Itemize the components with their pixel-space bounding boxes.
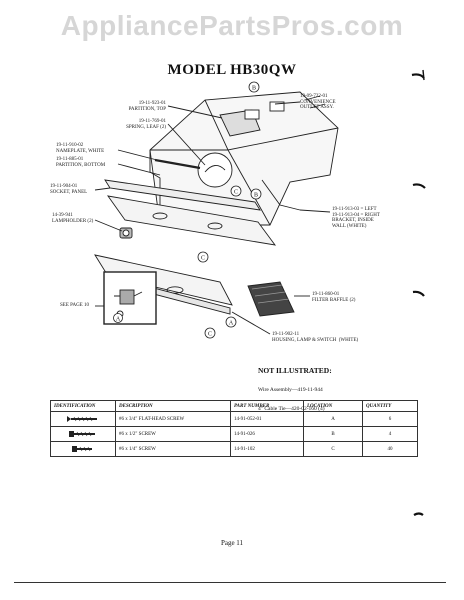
row-part-number: 14-91-102 [230, 441, 304, 457]
row-part-number: 14-91-026 [230, 426, 304, 442]
header-identification: IDENTIFICATION [50, 400, 116, 412]
table-row: #6 x 3/4" FLAT-HEAD SCREW 14-91-052-01 A… [50, 411, 418, 427]
letter-a-right: A [229, 321, 234, 327]
callout-bracket: 19-11-913-03 = LEFT 19-11-913-04 = RIGHT… [332, 207, 380, 229]
row-description: #6 x 1/4" SCREW [115, 441, 231, 457]
screw-icon-cell [50, 411, 116, 427]
callout-convenience-outlet: 19-09-722-01 CONVENIENCE OUTLET ASSY. [300, 94, 336, 111]
letter-c-housing: C [208, 332, 212, 338]
header-quantity: QUANTITY [362, 400, 418, 412]
table-row: #6 x 1/2" SCREW 14-91-026 B 4 [50, 426, 418, 442]
watermark: AppliancePartsPros.com [60, 10, 404, 41]
screw-icon-cell [50, 426, 116, 442]
row-quantity: 4 [362, 426, 418, 442]
callout-socket-panel: 19-11-904-01 SOCKET, PANEL [50, 184, 88, 195]
table-row: #6 x 1/4" SCREW 14-91-102 C 40 [50, 441, 418, 457]
screw-icon [72, 446, 92, 452]
row-part-number: 14-91-052-01 [230, 411, 304, 427]
table-header-row: IDENTIFICATION DESCRIPTION PART NUMBER L… [50, 400, 418, 412]
row-quantity: 40 [362, 441, 418, 457]
page-number: Page 11 [220, 539, 244, 547]
row-location: B [303, 426, 363, 442]
callout-spring-leaf: 19-11-769-01 SPRING, LEAF (2) [126, 119, 166, 130]
hardware-table: IDENTIFICATION DESCRIPTION PART NUMBER L… [50, 400, 418, 457]
not-illustrated-line-1: Wire Assembly—419-11-944 [258, 387, 323, 394]
row-location: A [303, 411, 363, 427]
letter-b-bracket: B [254, 193, 258, 199]
callout-nameplate: 19-11-910-02 NAMEPLATE, WHITE [56, 143, 105, 154]
screw-icon-cell [50, 441, 116, 457]
row-description: #6 x 1/2" SCREW [115, 426, 231, 442]
row-description: #6 x 3/4" FLAT-HEAD SCREW [115, 411, 231, 427]
letter-c-panel: C [201, 256, 205, 262]
letter-c-spring: C [234, 190, 238, 196]
screw-icon [69, 431, 95, 437]
callout-housing: 19-11-902-11 HOUSING, LAMP & SWITCH (WHI… [272, 332, 359, 343]
letter-b-top: B [252, 86, 256, 92]
callout-partition-bottom: 19-11-885-01 PARTITION, BOTTOM [56, 157, 106, 168]
letter-a-box: A [116, 316, 121, 322]
row-location: C [303, 441, 363, 457]
flat-head-screw-icon [67, 416, 97, 422]
callout-lampholder: 14-39-941 LAMPHOLDER (2) [52, 213, 94, 224]
header-location: LOCATION [303, 400, 363, 412]
bottom-rule [14, 582, 446, 584]
row-quantity: 6 [362, 411, 418, 427]
not-illustrated-heading: NOT ILLUSTRATED: [258, 366, 332, 376]
callout-partition-top: 19-11-923-01 PARTITION, TOP [128, 101, 166, 112]
callout-filter-baffle: 19-11-860-01 FILTER BAFFLE (2) [312, 292, 356, 303]
header-part-number: PART NUMBER [230, 400, 304, 412]
header-description: DESCRIPTION [115, 400, 231, 412]
callout-see-page: SEE PAGE 10 [60, 303, 89, 308]
page-title: MODEL HB30QW [167, 62, 297, 78]
